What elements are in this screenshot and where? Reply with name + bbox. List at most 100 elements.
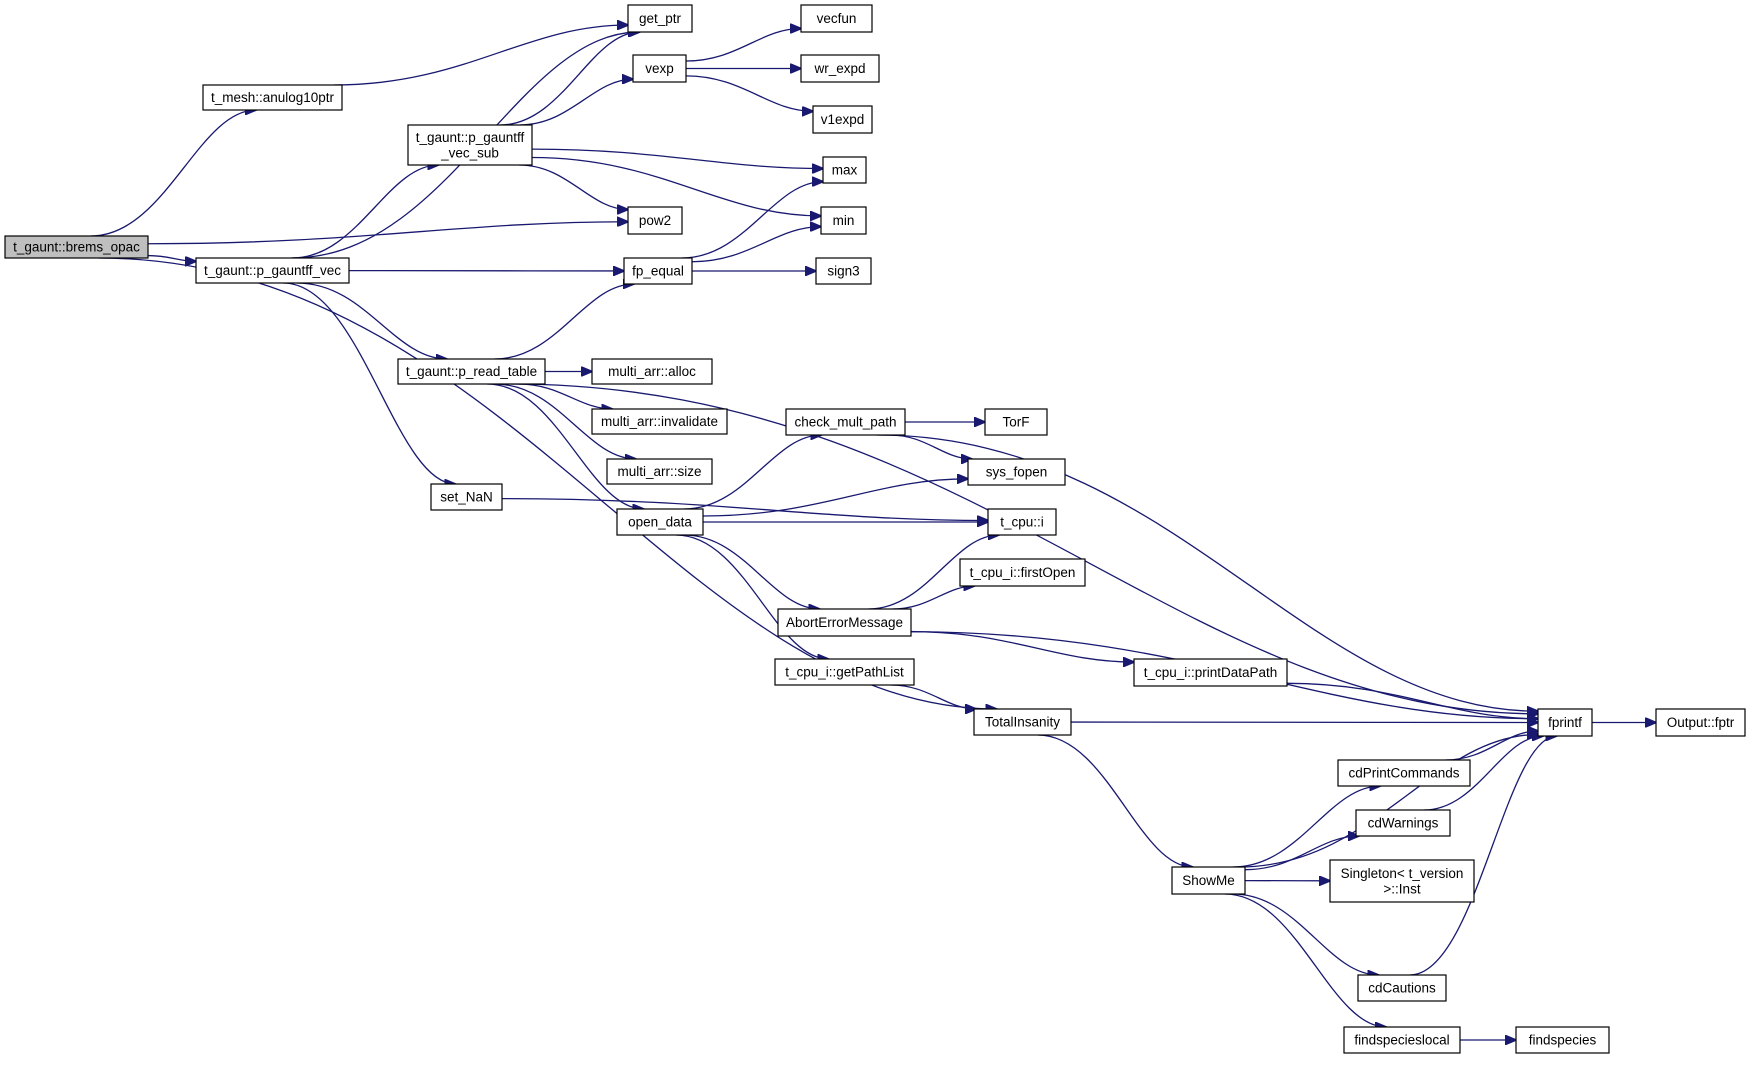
node-p_gauntff_vec[interactable]: t_gaunt::p_gauntff_vec (195, 257, 350, 284)
edge-cdCautions-to-fprintf (1409, 736, 1557, 976)
node-label-wr_expd: wr_expd (813, 61, 865, 76)
node-label-Singleton: >::Inst (1383, 881, 1420, 896)
edge-p_gauntff_vec_sub-to-vexp (519, 79, 633, 126)
node-box-sys_fopen[interactable] (967, 458, 1066, 486)
node-box-p_gauntff_vec_sub[interactable] (407, 124, 533, 166)
node-box-cdPrintCommands[interactable] (1337, 759, 1471, 787)
node-sys_fopen[interactable]: sys_fopen (967, 458, 1066, 486)
edge-ShowMe-to-cdPrintCommands (1233, 786, 1380, 868)
edge-TotalInsanity-to-ShowMe (1037, 734, 1193, 867)
node-box-get_ptr[interactable] (627, 4, 693, 33)
node-box-wr_expd[interactable] (800, 54, 880, 83)
node-label-p_gauntff_vec_sub: _vec_sub (440, 145, 499, 160)
node-box-anulog10ptr[interactable] (202, 84, 343, 111)
node-fptr[interactable]: Output::fptr (1655, 708, 1746, 737)
node-box-sign3[interactable] (815, 257, 872, 285)
node-box-check_mult_path[interactable] (785, 408, 906, 436)
node-box-findspecies[interactable] (1515, 1026, 1610, 1054)
edge-vexp-to-v1expd (685, 75, 813, 111)
edge-open_data-to-getPathList (675, 534, 829, 659)
node-min[interactable]: min (820, 206, 867, 235)
node-get_ptr[interactable]: get_ptr (627, 4, 693, 33)
node-alloc[interactable]: multi_arr::alloc (591, 358, 713, 385)
node-box-findspecieslocal[interactable] (1343, 1026, 1461, 1054)
node-vexp[interactable]: vexp (632, 54, 687, 83)
node-AbortErrorMessage[interactable]: AbortErrorMessage (777, 608, 912, 637)
node-label-cdWarnings: cdWarnings (1368, 816, 1439, 831)
node-set_NaN[interactable]: set_NaN (430, 483, 503, 511)
node-box-size[interactable] (606, 458, 713, 485)
node-box-ShowMe[interactable] (1171, 866, 1246, 895)
edge-p_read_table-to-open_data (487, 383, 644, 509)
edge-ShowMe-to-cdCautions (1232, 893, 1379, 975)
node-box-brems_opac[interactable] (4, 235, 149, 259)
node-cdWarnings[interactable]: cdWarnings (1355, 809, 1451, 837)
node-label-findspecieslocal: findspecieslocal (1354, 1033, 1449, 1048)
node-box-invalidate[interactable] (591, 408, 728, 435)
node-box-TotalInsanity[interactable] (973, 708, 1072, 736)
node-box-TorF[interactable] (984, 408, 1048, 436)
node-box-vecfun[interactable] (800, 4, 873, 33)
node-printDataPath[interactable]: t_cpu_i::printDataPath (1133, 658, 1288, 687)
node-size[interactable]: multi_arr::size (606, 458, 713, 485)
node-label-TorF: TorF (1003, 415, 1030, 430)
node-box-min[interactable] (820, 206, 867, 235)
node-label-sign3: sign3 (827, 264, 859, 279)
node-box-cdWarnings[interactable] (1355, 809, 1451, 837)
node-TotalInsanity[interactable]: TotalInsanity (973, 708, 1072, 736)
node-p_read_table[interactable]: t_gaunt::p_read_table (397, 358, 546, 385)
node-box-max[interactable] (822, 156, 867, 184)
node-label-min: min (833, 213, 855, 228)
node-box-fptr[interactable] (1655, 708, 1746, 737)
node-t_cpu_i[interactable]: t_cpu::i (987, 508, 1057, 536)
node-label-cdCautions: cdCautions (1368, 981, 1436, 996)
node-invalidate[interactable]: multi_arr::invalidate (591, 408, 728, 435)
node-pow2[interactable]: pow2 (627, 206, 683, 235)
node-box-open_data[interactable] (616, 508, 704, 536)
node-box-fp_equal[interactable] (623, 257, 693, 285)
node-fp_equal[interactable]: fp_equal (623, 257, 693, 285)
node-ShowMe[interactable]: ShowMe (1171, 866, 1246, 895)
edge-fp_equal-to-min (691, 227, 821, 263)
node-max[interactable]: max (822, 156, 867, 184)
node-sign3[interactable]: sign3 (815, 257, 872, 285)
node-open_data[interactable]: open_data (616, 508, 704, 536)
node-findspecies[interactable]: findspecies (1515, 1026, 1610, 1054)
node-v1expd[interactable]: v1expd (812, 105, 873, 134)
node-getPathList[interactable]: t_cpu_i::getPathList (774, 658, 915, 686)
node-check_mult_path[interactable]: check_mult_path (785, 408, 906, 436)
node-box-v1expd[interactable] (812, 105, 873, 134)
node-box-firstOpen[interactable] (959, 558, 1086, 587)
node-box-p_gauntff_vec[interactable] (195, 257, 350, 284)
node-fprintf[interactable]: fprintf (1537, 708, 1593, 737)
node-box-fprintf[interactable] (1537, 708, 1593, 737)
node-cdCautions[interactable]: cdCautions (1357, 974, 1447, 1002)
node-cdPrintCommands[interactable]: cdPrintCommands (1337, 759, 1471, 787)
node-box-getPathList[interactable] (774, 658, 915, 686)
edge-fp_equal-to-max (682, 182, 823, 259)
node-box-cdCautions[interactable] (1357, 974, 1447, 1002)
edge-p_read_table-to-size (494, 383, 636, 459)
node-TorF[interactable]: TorF (984, 408, 1048, 436)
node-box-alloc[interactable] (591, 358, 713, 385)
node-Singleton[interactable]: Singleton< t_version>::Inst (1329, 859, 1475, 903)
node-box-t_cpu_i[interactable] (987, 508, 1057, 536)
node-anulog10ptr[interactable]: t_mesh::anulog10ptr (202, 84, 343, 111)
node-p_gauntff_vec_sub[interactable]: t_gaunt::p_gauntff_vec_sub (407, 124, 533, 166)
edge-AbortErrorMessage-to-printDataPath (910, 630, 1134, 662)
node-box-pow2[interactable] (627, 206, 683, 235)
node-brems_opac[interactable]: t_gaunt::brems_opac (4, 235, 149, 259)
node-firstOpen[interactable]: t_cpu_i::firstOpen (959, 558, 1086, 587)
node-box-AbortErrorMessage[interactable] (777, 608, 912, 637)
edge-open_data-to-AbortErrorMessage (683, 534, 820, 609)
node-box-Singleton[interactable] (1329, 859, 1475, 903)
node-wr_expd[interactable]: wr_expd (800, 54, 880, 83)
node-vecfun[interactable]: vecfun (800, 4, 873, 33)
node-label-cdPrintCommands: cdPrintCommands (1348, 766, 1459, 781)
node-box-p_read_table[interactable] (397, 358, 546, 385)
node-box-printDataPath[interactable] (1133, 658, 1288, 687)
node-label-max: max (832, 163, 858, 178)
node-findspecieslocal[interactable]: findspecieslocal (1343, 1026, 1461, 1054)
node-box-vexp[interactable] (632, 54, 687, 83)
node-box-set_NaN[interactable] (430, 483, 503, 511)
